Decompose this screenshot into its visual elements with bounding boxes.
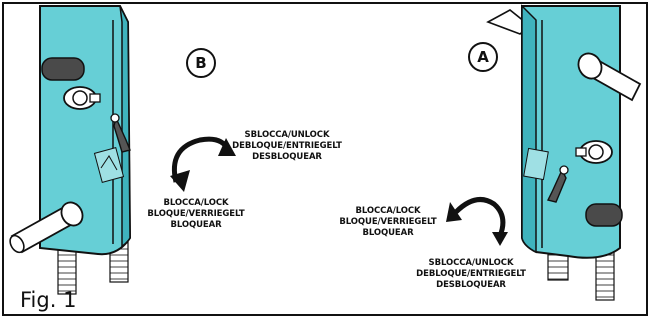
right-unlock-line-1: SBLOCCA/UNLOCK [428, 258, 514, 268]
right-warning-sticker [523, 147, 549, 181]
right-unlock-line-2: DEBLOQUE/ENTRIEGELT [416, 269, 526, 279]
view-marker-b: B [186, 48, 216, 78]
right-lock-line-3: BLOQUEAR [362, 228, 414, 238]
right-rotation-arrow-icon [446, 197, 508, 246]
right-operator [486, 4, 642, 301]
left-unlock-line-3: DESBLOQUEAR [252, 152, 322, 162]
left-operator [9, 5, 132, 295]
left-housing-side [119, 5, 131, 248]
left-lock-line-1: BLOCCA/LOCK [163, 198, 229, 208]
right-knob-icon [575, 140, 613, 164]
right-arm-shaft-icon [577, 52, 642, 102]
left-arm-shaft-icon [9, 201, 84, 254]
right-unlock-line-3: DESBLOQUEAR [436, 280, 506, 290]
right-release-lever-icon[interactable] [546, 165, 569, 203]
left-lock-line-3: BLOQUEAR [170, 220, 222, 230]
right-housing-side [521, 4, 537, 254]
left-knob-icon [63, 86, 101, 110]
left-lock-line-2: BLOQUE/VERRIEGELT [147, 209, 245, 219]
left-unlock-line-2: DEBLOQUE/ENTRIEGELT [232, 141, 342, 151]
figure-caption: Fig. 1 [20, 288, 77, 312]
right-unlock-label: SBLOCCA/UNLOCK DEBLOQUE/ENTRIEGELT DESBL… [416, 258, 526, 291]
view-marker-a: A [468, 42, 498, 72]
right-lock-line-1: BLOCCA/LOCK [355, 206, 421, 216]
left-unlock-label: SBLOCCA/UNLOCK DEBLOQUE/ENTRIEGELT DESBL… [232, 130, 342, 163]
left-lock-label: BLOCCA/LOCK BLOQUE/VERRIEGELT BLOQUEAR [142, 198, 250, 231]
left-release-lever-icon[interactable] [110, 113, 131, 153]
left-unlock-line-1: SBLOCCA/UNLOCK [244, 130, 330, 140]
left-rotation-arrow-icon [170, 136, 236, 192]
left-warning-sticker [93, 147, 125, 183]
right-lock-label: BLOCCA/LOCK BLOQUE/VERRIEGELT BLOQUEAR [334, 206, 442, 239]
right-lock-line-2: BLOQUE/VERRIEGELT [339, 217, 437, 227]
right-slot [585, 203, 623, 227]
left-slot [41, 57, 85, 81]
